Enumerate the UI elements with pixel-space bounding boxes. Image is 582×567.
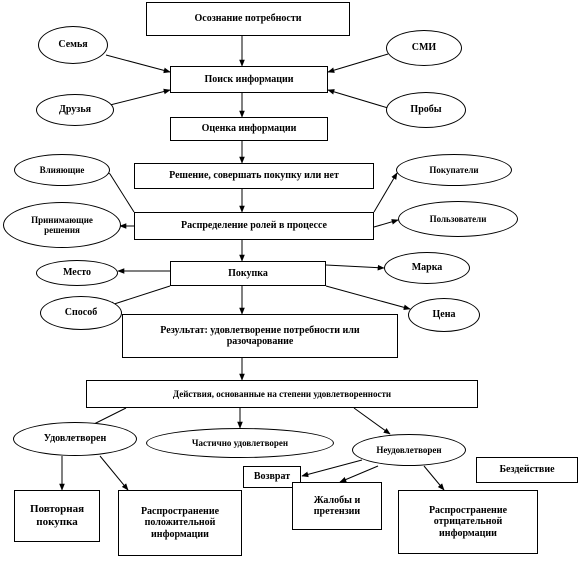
arrow-satisfied-positive (99, 455, 129, 491)
node-influencers: Влияющие (14, 154, 110, 186)
node-search: Поиск информации (170, 66, 328, 93)
node-inaction: Бездействие (476, 457, 578, 483)
arrow-purchase-brand (325, 264, 385, 271)
arrow-purchase-method (107, 285, 171, 307)
node-positive: Распространение положительной информации (118, 490, 242, 556)
arrow-roles-users (373, 219, 399, 228)
node-roles: Распределение ролей в процессе (134, 212, 374, 240)
node-samples: Пробы (386, 92, 466, 128)
arrow-unsatisfied-negative (423, 465, 445, 491)
arrow-samples-search (327, 89, 389, 109)
node-repeat: Повторная покупка (14, 490, 100, 542)
node-deciders: Принимающие решения (3, 202, 121, 248)
node-friends: Друзья (36, 94, 114, 126)
node-decision: Решение, совершать покупку или нет (134, 163, 374, 189)
node-partial: Частично удовлетворен (146, 428, 334, 458)
node-family: Семья (38, 26, 108, 64)
node-action: Действия, основанные на степени удовлетв… (86, 380, 478, 408)
node-buyers: Покупатели (396, 154, 512, 186)
arrow-action-unsatisfied (353, 407, 391, 435)
node-price: Цена (408, 298, 480, 332)
node-negative: Распространение отрицательной информации (398, 490, 538, 554)
arrow-roles-buyers (373, 172, 398, 213)
arrow-purchase-price (325, 285, 411, 311)
node-purchase: Покупка (170, 261, 326, 286)
arrow-unsatisfied-complaints (339, 465, 379, 483)
node-method: Способ (40, 296, 122, 330)
node-return: Возврат (243, 466, 301, 488)
node-unsatisfied: Неудовлетворен (352, 434, 466, 466)
node-result: Результат: удовлетворение потребности ил… (122, 314, 398, 358)
arrow-roles-influencers (102, 169, 135, 213)
node-users: Пользователи (398, 201, 518, 237)
node-media: СМИ (386, 30, 462, 66)
node-complaints: Жалобы и претензии (292, 482, 382, 530)
node-satisfied: Удовлетворен (13, 422, 137, 456)
node-evaluation: Оценка информации (170, 117, 328, 141)
arrow-family-search (105, 54, 171, 74)
node-brand: Марка (384, 252, 470, 284)
node-place: Место (36, 260, 118, 286)
node-awareness: Осознание потребности (146, 2, 350, 36)
arrow-media-search (327, 53, 389, 73)
arrow-unsatisfied-return (301, 459, 363, 478)
